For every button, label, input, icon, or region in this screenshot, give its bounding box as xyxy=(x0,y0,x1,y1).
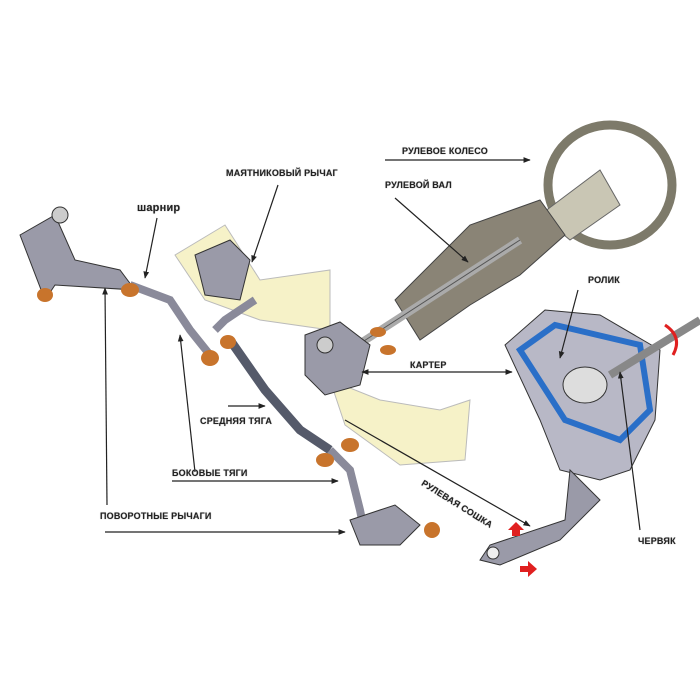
label-pendulum-arm: МАЯТНИКОВЫЙ РЫЧАГ xyxy=(226,168,338,178)
label-housing: КАРТЕР xyxy=(410,360,447,370)
label-side-links: БОКОВЫЕ ТЯГИ xyxy=(172,468,248,478)
label-roller: РОЛИК xyxy=(588,275,620,285)
label-steering-wheel: РУЛЕВОЕ КОЛЕСО xyxy=(402,146,488,156)
label-center-link: СРЕДНЯЯ ТЯГА xyxy=(200,416,273,426)
label-joint: шарнир xyxy=(137,202,181,214)
arrow-red-right xyxy=(520,561,537,577)
arrow-red-up xyxy=(508,522,524,536)
gearbox-housing xyxy=(304,321,396,396)
body-panel-center xyxy=(329,379,471,466)
label-worm: ЧЕРВЯК xyxy=(638,536,676,546)
body-panel-left xyxy=(174,224,331,331)
gearbox-cutaway xyxy=(479,309,700,577)
label-steering-shaft: РУЛЕВОЙ ВАЛ xyxy=(385,180,452,190)
label-steering-arms: ПОВОРОТНЫЕ РЫЧАГИ xyxy=(100,511,212,521)
leader-lines xyxy=(102,157,641,535)
linkage xyxy=(19,206,440,546)
